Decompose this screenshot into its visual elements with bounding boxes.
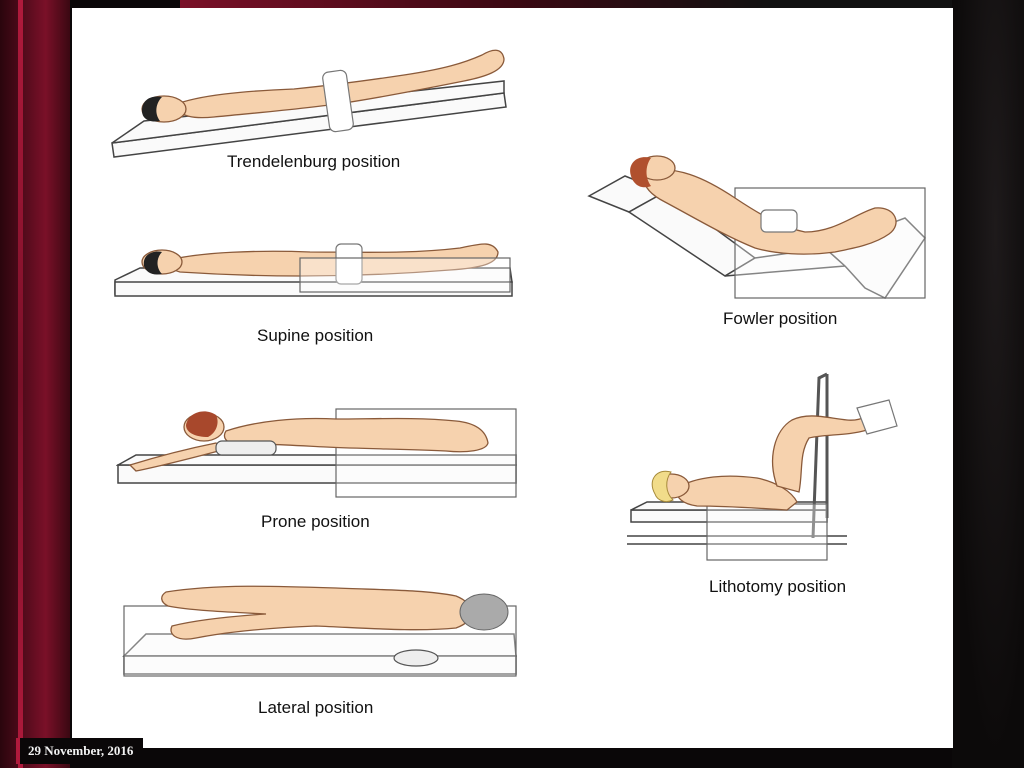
trendelenburg-label: Trendelenburg position	[227, 152, 401, 171]
left-accent-stripe	[18, 0, 23, 768]
prone-illustration	[116, 408, 517, 498]
lateral-illustration	[122, 585, 517, 677]
supine-illustration	[114, 243, 513, 297]
supine-label: Supine position	[257, 326, 374, 345]
fowler-illustration	[587, 155, 926, 299]
lateral-label: Lateral position	[258, 698, 374, 717]
lithotomy-label: Lithotomy position	[709, 577, 847, 596]
fowler-label: Fowler position	[723, 309, 838, 328]
left-decorative-band	[0, 0, 70, 768]
date-footer: 29 November, 2016	[16, 738, 144, 764]
lithotomy-illustration	[627, 372, 898, 561]
trendelenburg-illustration	[111, 49, 507, 158]
right-decorative-band	[952, 0, 1024, 768]
prone-label: Prone position	[261, 512, 370, 531]
slide-canvas: Trendelenburg position Supine position P…	[72, 8, 953, 748]
top-decorative-band	[180, 0, 1024, 8]
